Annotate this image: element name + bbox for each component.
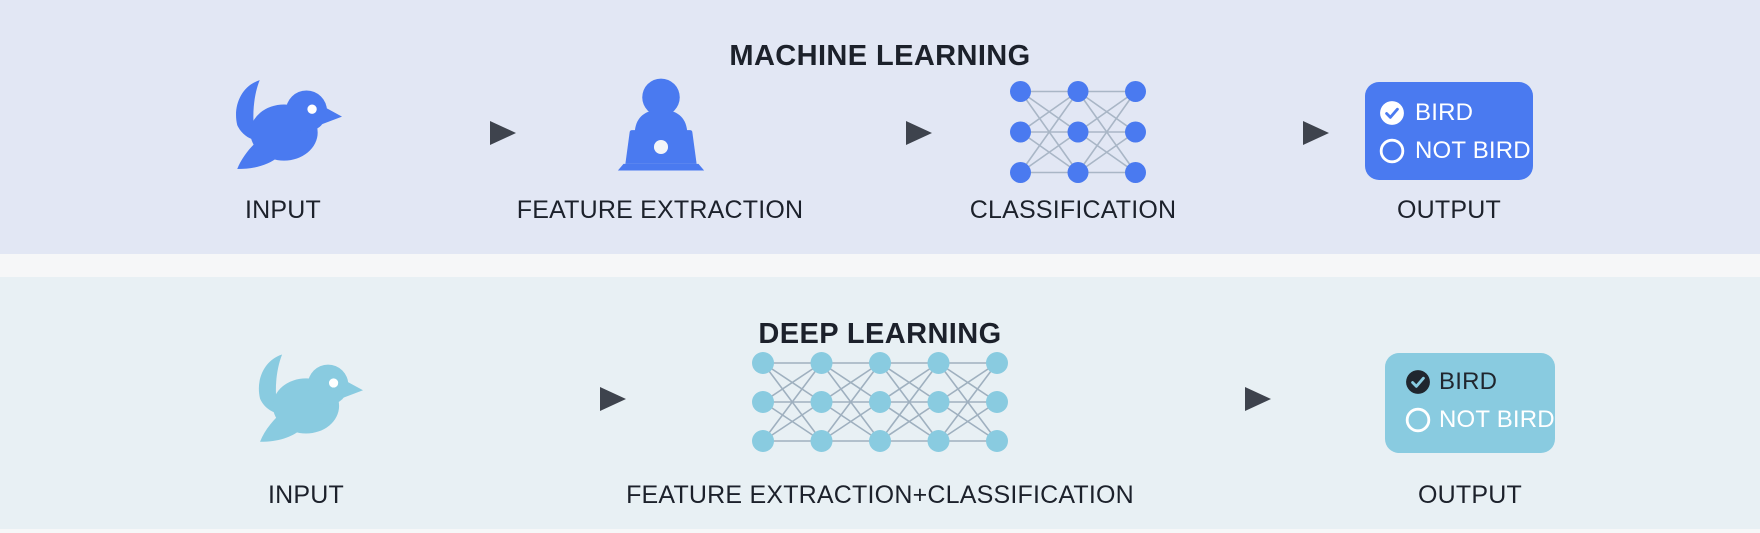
unchecked-circle-icon xyxy=(1379,138,1405,164)
machine-learning-title: MACHINE LEARNING xyxy=(729,40,1031,73)
deep-learning-title: DEEP LEARNING xyxy=(758,318,1002,351)
label-output: OUTPUT xyxy=(1418,481,1522,509)
arrow-right-icon xyxy=(1139,384,1273,414)
label-input: INPUT xyxy=(245,196,321,224)
option-label: BIRD xyxy=(1415,99,1474,126)
arrow-right-icon xyxy=(1197,118,1331,148)
bird-icon xyxy=(249,353,363,446)
label-input: INPUT xyxy=(268,481,344,509)
option-not-bird: NOT BIRD xyxy=(1379,137,1533,164)
label-classification: CLASSIFICATION xyxy=(969,196,1177,224)
neural-network-icon xyxy=(750,350,1010,454)
option-bird: BIRD xyxy=(1405,368,1555,395)
checked-circle-icon xyxy=(1405,369,1431,395)
label-feature-extraction: FEATURE EXTRACTION xyxy=(516,196,804,224)
bottom-strip xyxy=(0,529,1760,533)
panel-divider xyxy=(0,254,1760,277)
option-label: BIRD xyxy=(1439,368,1498,395)
checked-circle-icon xyxy=(1379,100,1405,126)
arrow-right-icon xyxy=(494,384,628,414)
neural-network-icon xyxy=(1008,79,1148,185)
machine-learning-panel: MACHINE LEARNING xyxy=(0,0,1760,254)
label-feature-extraction-classification: FEATURE EXTRACTION+CLASSIFICATION xyxy=(626,481,1134,509)
deep-learning-panel: DEEP LEARNING xyxy=(0,277,1760,529)
output-box: BIRD NOT BIRD xyxy=(1365,82,1533,180)
option-label: NOT BIRD xyxy=(1439,406,1555,433)
unchecked-circle-icon xyxy=(1405,407,1431,433)
option-bird: BIRD xyxy=(1379,99,1533,126)
output-box: BIRD NOT BIRD xyxy=(1385,353,1555,453)
arrow-right-icon xyxy=(800,118,934,148)
label-output: OUTPUT xyxy=(1397,196,1501,224)
option-label: NOT BIRD xyxy=(1415,137,1531,164)
person-laptop-icon xyxy=(616,76,706,173)
bird-icon xyxy=(226,79,342,173)
option-not-bird: NOT BIRD xyxy=(1405,406,1555,433)
arrow-right-icon xyxy=(384,118,518,148)
